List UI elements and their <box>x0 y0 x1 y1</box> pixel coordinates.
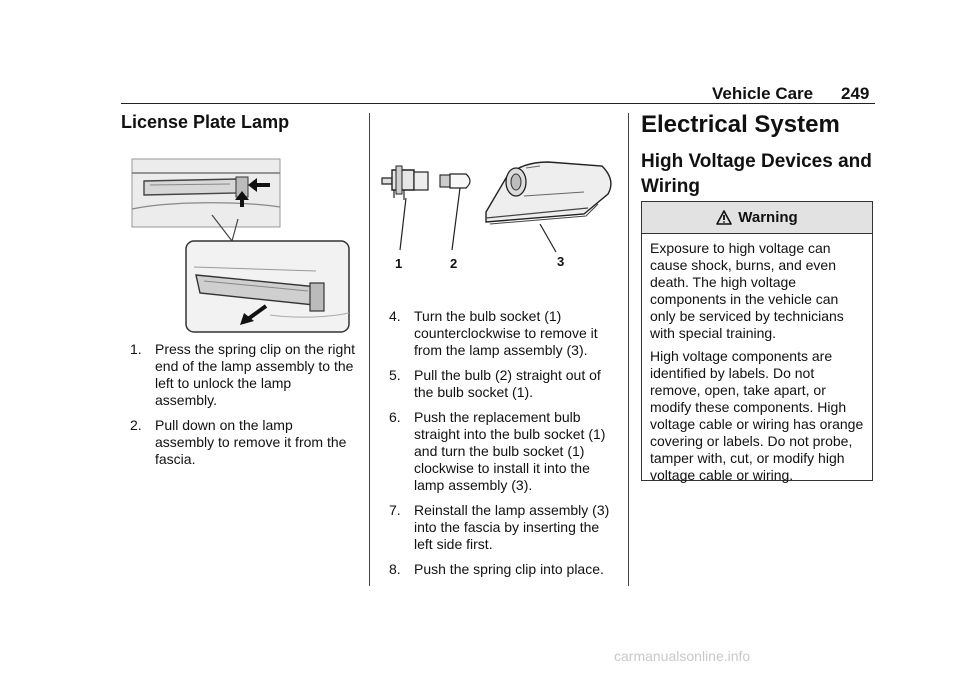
license-plate-lamp-heading: License Plate Lamp <box>121 112 290 132</box>
page-number: 249 <box>841 84 870 103</box>
warning-header: Warning <box>642 202 872 234</box>
header-rule <box>121 103 875 104</box>
steps-list-right: 4.Turn the bulb socket (1) counterclockw… <box>389 308 621 586</box>
watermark: carmanualsonline.info <box>614 648 751 664</box>
list-item: 7.Reinstall the lamp assembly (3) into t… <box>389 502 610 552</box>
electrical-system-heading: Electrical System <box>641 111 840 138</box>
running-header-section: Vehicle Care <box>712 84 814 103</box>
column-divider-right <box>628 113 629 586</box>
bulb-socket-illustration <box>381 161 612 253</box>
list-item: 5.Pull the bulb (2) straight out of the … <box>389 367 601 400</box>
list-item: 6.Push the replacement bulb straight int… <box>389 409 606 493</box>
list-item: 2.Pull down on the lamp assembly to remo… <box>130 417 347 467</box>
high-voltage-subheading: High Voltage Devices and Wiring <box>641 151 872 197</box>
list-item: 1.Press the spring clip on the right end… <box>130 341 355 408</box>
steps-list-left: 1.Press the spring clip on the right end… <box>130 341 355 476</box>
column-divider-left <box>369 113 370 586</box>
warning-paragraph: Exposure to high voltage can cause shock… <box>650 240 844 341</box>
list-item: 8.Push the spring clip into place. <box>389 561 604 577</box>
warning-triangle-icon <box>716 210 733 225</box>
callout-2: 2 <box>450 256 458 271</box>
warning-paragraph: High voltage components are identified b… <box>650 348 864 483</box>
list-item: 4.Turn the bulb socket (1) counterclockw… <box>389 308 598 358</box>
callout-1: 1 <box>395 256 403 271</box>
callout-3: 3 <box>557 254 565 269</box>
lamp-removal-illustration <box>131 158 350 333</box>
warning-body: Exposure to high voltage can cause shock… <box>642 234 872 484</box>
warning-box: Warning Exposure to high voltage can cau… <box>641 201 873 484</box>
warning-title: Warning <box>738 209 798 226</box>
